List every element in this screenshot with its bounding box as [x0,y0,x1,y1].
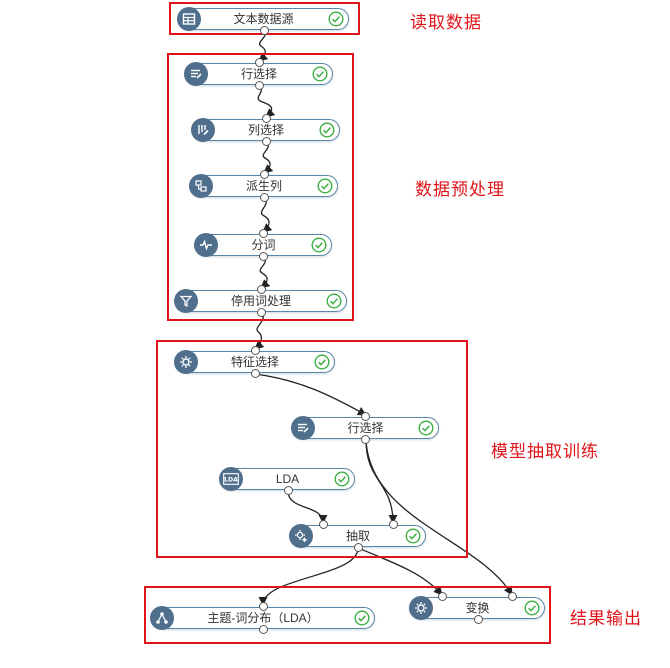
success-check-icon [334,471,350,487]
output-port[interactable] [257,308,266,317]
node-label: 行选择 [240,67,277,81]
node-column-select[interactable]: 列选择 [191,114,340,146]
edge-n2-n3[interactable] [257,85,276,118]
node-label: 主题-词分布（LDA） [207,611,319,625]
node-label: 文本数据源 [233,12,294,26]
node-transform[interactable]: 变换 [409,592,545,624]
group-box-out [144,586,551,644]
output-port[interactable] [259,625,268,634]
success-check-icon [317,178,333,194]
input-port[interactable] [257,285,266,294]
edge-n9-n10[interactable] [287,490,328,524]
input-port[interactable] [259,602,268,611]
input-port-left[interactable] [438,592,447,601]
filter-list-icon [184,62,208,86]
node-lda[interactable]: LDA LDA [219,467,355,495]
group-label-out: 结果输出 [570,609,642,628]
edge-n3-n4[interactable] [262,141,274,174]
success-check-icon [328,11,344,27]
node-feature-select[interactable]: 特征选择 [174,346,335,378]
filter-list-icon [291,416,315,440]
group-box-prep [167,53,354,321]
output-port[interactable] [262,137,271,146]
success-check-icon [326,293,342,309]
node-label: LDA [275,472,300,486]
edge-n7-n8[interactable] [254,373,367,416]
input-port[interactable] [361,412,370,421]
edge-n4-n5[interactable] [260,197,273,233]
node-label: 停用词处理 [230,294,291,308]
node-label: 特征选择 [230,355,279,369]
input-port[interactable] [260,170,269,179]
node-stopword-processing[interactable]: 停用词处理 [174,285,347,317]
edge-n10-n12[interactable] [357,547,443,596]
node-tokenize[interactable]: 分词 [194,229,332,261]
node-label: 抽取 [345,529,370,543]
success-check-icon [319,122,335,138]
node-extract[interactable]: 抽取 [289,520,426,552]
output-port[interactable] [361,435,370,444]
network-icon [150,606,174,630]
output-port[interactable] [259,252,268,261]
output-port[interactable] [260,26,269,35]
node-topic-word-distribution[interactable]: 主题-词分布（LDA） [150,602,375,634]
filter-list-icon [191,118,215,142]
input-port-right[interactable] [389,520,398,529]
funnel-icon [174,289,198,313]
node-label: 变换 [465,601,490,615]
success-check-icon [312,66,328,82]
input-port-left[interactable] [319,520,328,529]
wave-icon [194,233,218,257]
output-port[interactable] [284,486,293,495]
success-check-icon [314,354,330,370]
node-text-data-source[interactable]: 文本数据源 [177,7,349,35]
gear-icon [174,350,198,374]
output-port[interactable] [251,369,260,378]
output-port[interactable] [255,81,264,90]
success-check-icon [418,420,434,436]
node-label: 派生列 [245,179,282,193]
edge-n6-n7[interactable] [254,312,265,350]
group-box-train [156,340,468,558]
output-port[interactable] [474,615,483,624]
input-port[interactable] [251,346,260,355]
node-row-select-2[interactable]: 行选择 [291,412,439,444]
node-row-select[interactable]: 行选择 [184,58,333,90]
input-port[interactable] [259,229,268,238]
input-port[interactable] [262,114,271,123]
success-check-icon [354,610,370,626]
input-port-right[interactable] [508,592,517,601]
group-label-read: 读取数据 [410,13,482,32]
lda-icon: LDA [219,467,243,491]
edge-n8-n12[interactable] [365,439,513,596]
derive-icon [189,174,213,198]
success-check-icon [311,237,327,253]
node-derived-column[interactable]: 派生列 [189,170,338,202]
table-icon [177,7,201,31]
output-port[interactable] [260,193,269,202]
svg-text:LDA: LDA [224,477,238,484]
node-label: 列选择 [247,123,284,137]
input-port[interactable] [255,58,264,67]
group-label-train: 模型抽取训练 [491,442,599,461]
edge-n5-n6[interactable] [259,256,271,289]
success-check-icon [524,600,540,616]
gear-plus-icon [289,524,313,548]
group-label-prep: 数据预处理 [415,180,505,199]
transform-icon [409,596,433,620]
success-check-icon [405,528,421,544]
edge-n1-n2[interactable] [258,29,269,62]
node-label: 分词 [251,238,276,252]
output-port[interactable] [354,543,363,552]
node-label: 行选择 [347,421,384,435]
